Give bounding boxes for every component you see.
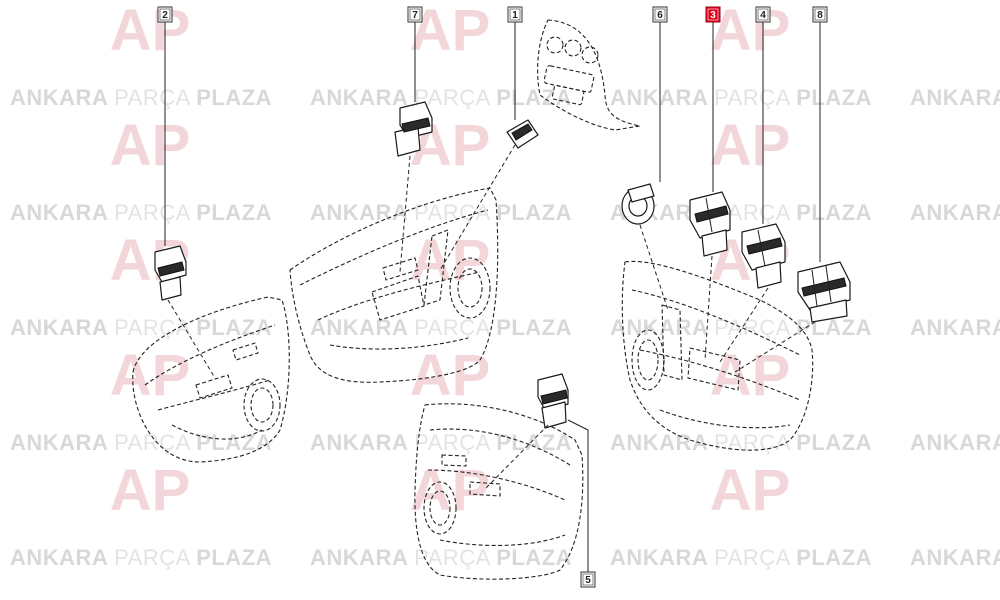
callout-tag-4[interactable]: 4: [755, 6, 771, 23]
svg-text:4: 4: [760, 10, 766, 21]
watermark-text-2-2: ANKARA PARÇA PLAZA: [610, 315, 872, 340]
callout-tag-6[interactable]: 6: [652, 6, 668, 23]
watermark-logo-1-2: AP: [710, 113, 791, 178]
callout-lines: [164, 22, 821, 572]
door-panel-front-left: [289, 187, 499, 383]
watermark-logo-3-0: AP: [110, 343, 191, 408]
watermark-text-2-0: ANKARA PARÇA PLAZA: [10, 315, 272, 340]
watermark-text-3-1: ANKARA PARÇA PLAZA: [310, 430, 572, 455]
watermark-text-0-1: ANKARA PARÇA PLAZA: [310, 85, 572, 110]
switch-part-6[interactable]: [621, 183, 655, 225]
watermark-logo-0-0: AP: [110, 0, 191, 63]
callout-tag-5[interactable]: 5: [580, 571, 596, 588]
door-panel-rear-right: [414, 403, 584, 580]
svg-text:3: 3: [710, 10, 716, 21]
callout-tag-2[interactable]: 2: [157, 6, 173, 23]
switch-part-7[interactable]: [394, 101, 433, 157]
watermark-text-4-1: ANKARA PARÇA PLAZA: [310, 545, 572, 570]
watermark-text-1-0: ANKARA PARÇA PLAZA: [10, 200, 272, 225]
watermark-text-0-3: ANKARA PARÇA PLAZA: [910, 85, 1000, 110]
watermark-text-1-1: ANKARA PARÇA PLAZA: [310, 200, 572, 225]
watermark-logo-1-0: AP: [110, 113, 191, 178]
watermark-text-2-3: ANKARA PARÇA PLAZA: [910, 315, 1000, 340]
watermark-text-4-2: ANKARA PARÇA PLAZA: [610, 545, 872, 570]
svg-text:6: 6: [657, 10, 663, 21]
switch-part-8[interactable]: [797, 261, 851, 323]
svg-text:7: 7: [412, 10, 418, 21]
svg-text:2: 2: [162, 10, 168, 21]
callout-tag-8[interactable]: 8: [812, 6, 828, 23]
callout-tag-3[interactable]: 3: [705, 6, 721, 23]
watermark: APAPAPAPAPAPAPAPAPAPAPAPAPAPAPANKARA PAR…: [10, 0, 1000, 570]
watermark-logo-3-2: AP: [710, 343, 791, 408]
switch-part-1[interactable]: [506, 119, 539, 149]
door-panel-rear-left: [132, 296, 290, 463]
watermark-text-0-2: ANKARA PARÇA PLAZA: [610, 85, 872, 110]
leader-lines: [167, 144, 816, 489]
switch-part-3[interactable]: [689, 191, 731, 257]
watermark-text-3-0: ANKARA PARÇA PLAZA: [10, 430, 272, 455]
watermark-text-0-0: ANKARA PARÇA PLAZA: [10, 85, 272, 110]
watermark-logo-0-2: AP: [710, 0, 791, 63]
watermark-logo-4-1: AP: [410, 458, 491, 523]
watermark-logo-0-1: AP: [410, 0, 491, 63]
watermark-logo-4-2: AP: [710, 458, 791, 523]
watermark-text-3-2: ANKARA PARÇA PLAZA: [610, 430, 872, 455]
dashboard-fragment: [537, 19, 641, 131]
callout-tag-7[interactable]: 7: [407, 6, 423, 23]
watermark-text-1-3: ANKARA PARÇA PLAZA: [910, 200, 1000, 225]
callout-tag-1[interactable]: 1: [507, 6, 523, 23]
svg-text:1: 1: [512, 10, 518, 21]
watermark-text-4-3: ANKARA PARÇA PLAZA: [910, 545, 1000, 570]
watermark-logo-3-1: AP: [410, 343, 491, 408]
switch-part-2[interactable]: [154, 245, 187, 301]
watermark-text-4-0: ANKARA PARÇA PLAZA: [10, 545, 272, 570]
watermark-text-2-1: ANKARA PARÇA PLAZA: [310, 315, 572, 340]
svg-text:5: 5: [585, 575, 591, 586]
switch-part-4[interactable]: [741, 223, 786, 289]
switch-part-5[interactable]: [537, 373, 569, 429]
watermark-text-3-3: ANKARA PARÇA PLAZA: [910, 430, 1000, 455]
svg-text:8: 8: [817, 10, 823, 21]
watermark-logo-4-0: AP: [110, 458, 191, 523]
